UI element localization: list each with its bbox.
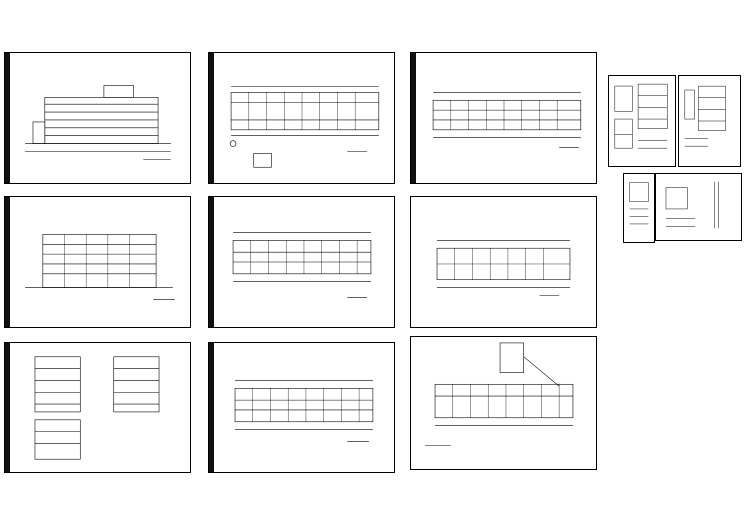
detail-drawing [629, 182, 649, 225]
plan-drawing [436, 240, 571, 296]
drawing-sheet-plan-detail[interactable] [410, 336, 597, 470]
title-strip [5, 197, 10, 327]
drawing-sheet-plan-first-floor[interactable] [208, 196, 395, 328]
drawing-sheet-detail-stair[interactable] [608, 75, 676, 167]
title-strip [5, 343, 10, 472]
elevation-drawing [25, 85, 171, 160]
plan-drawing [425, 342, 574, 446]
drawing-sheet-plan-ground[interactable] [208, 52, 395, 184]
drawing-sheet-elevation-side[interactable] [4, 196, 191, 328]
drawing-sheet-plan-roof[interactable] [410, 196, 597, 328]
title-strip [5, 53, 10, 183]
title-strip [411, 53, 416, 183]
drawing-sheet-plan-second-floor[interactable] [208, 342, 395, 473]
detail-drawing [684, 85, 726, 147]
title-strip [209, 343, 214, 472]
plan-drawing [432, 92, 582, 148]
plan-drawing [232, 232, 372, 298]
plan-drawing [229, 86, 380, 168]
detail-drawing [614, 83, 668, 149]
title-strip [209, 197, 214, 327]
drawing-sheet-detail-wall[interactable] [655, 173, 742, 241]
drawing-sheet-detail-notes[interactable] [623, 173, 655, 243]
elevation-drawing [25, 234, 175, 300]
detail-drawing [665, 181, 719, 229]
title-strip [209, 53, 214, 183]
drawing-sheet-detail-sections[interactable] [678, 75, 741, 167]
drawing-sheet-plan-typical[interactable] [410, 52, 597, 184]
drawing-sheet-elevation-front[interactable] [4, 52, 191, 184]
drawing-sheet-sections[interactable] [4, 342, 191, 473]
section-drawing [34, 356, 160, 460]
plan-drawing [234, 380, 374, 442]
